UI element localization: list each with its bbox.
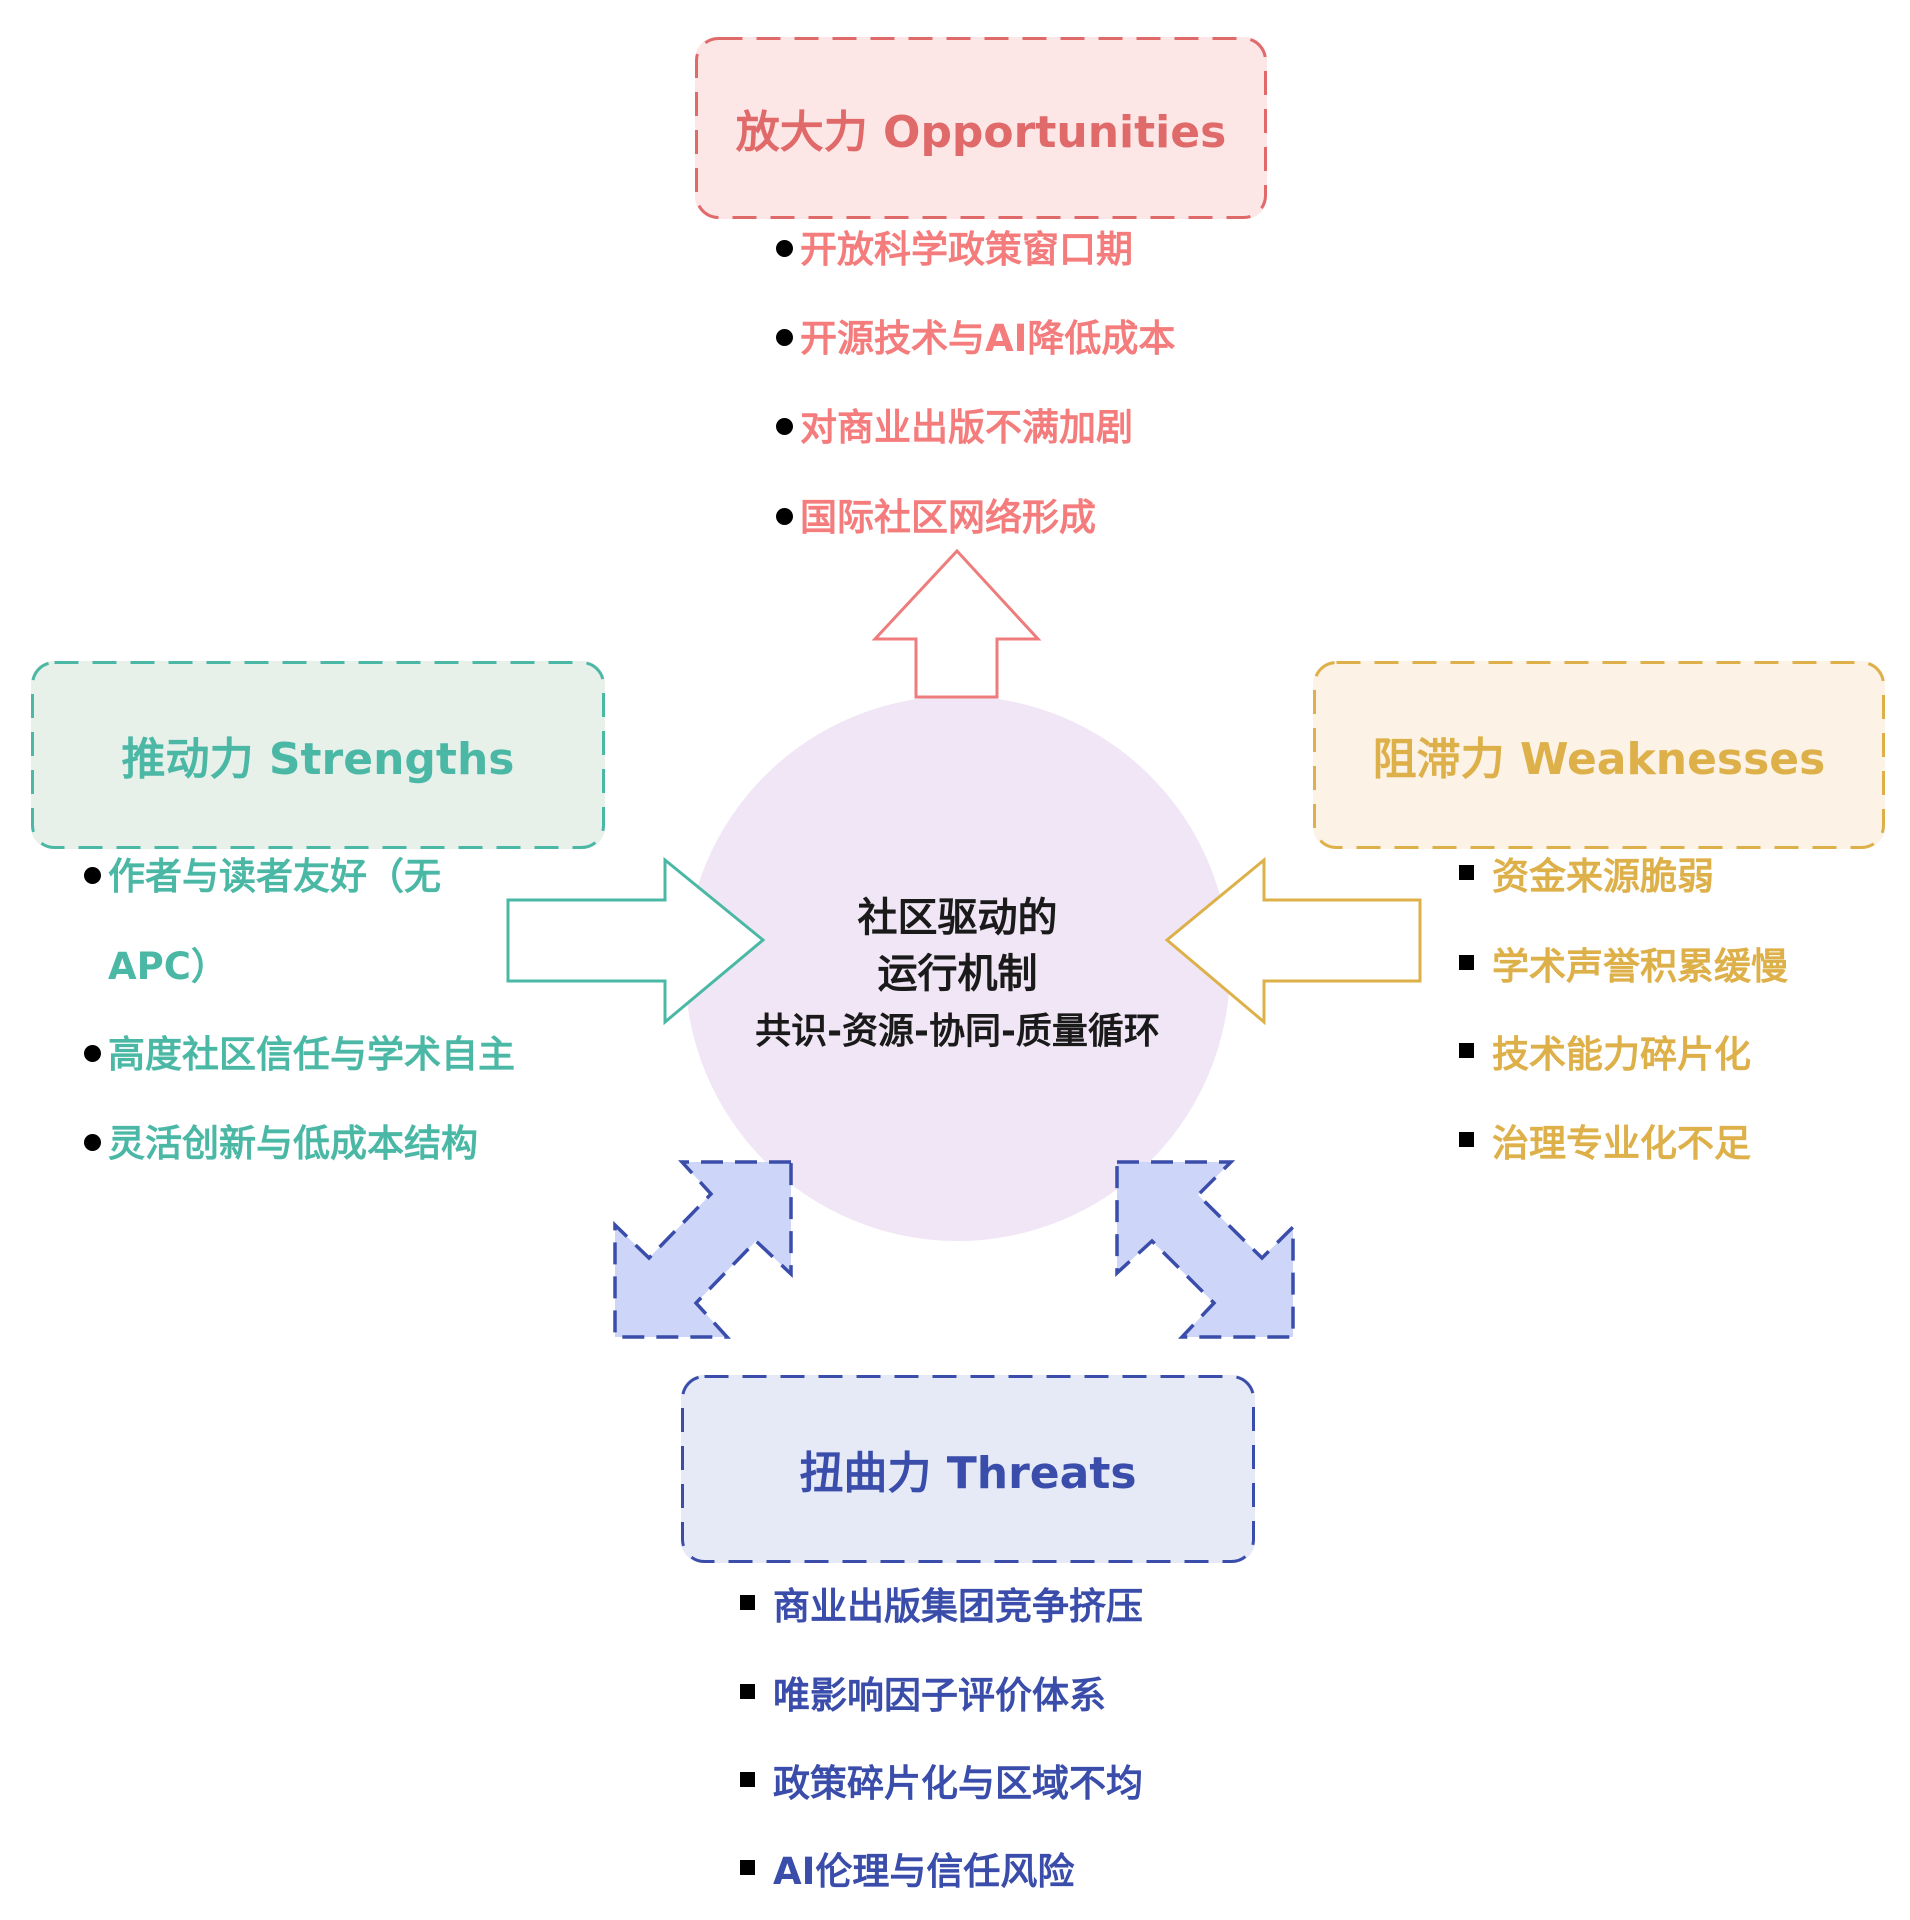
double-arrow-left-icon bbox=[613, 1160, 793, 1339]
square-bullet-icon bbox=[1459, 1132, 1474, 1147]
weaknesses-title: 阻滞力 Weaknesses bbox=[1372, 734, 1826, 785]
center-subtitle: 共识-资源-协同-质量循环 bbox=[755, 1011, 1160, 1052]
up-arrow-icon bbox=[871, 548, 1042, 699]
square-bullet-icon bbox=[1459, 1043, 1474, 1058]
strengths-title: 推动力 Strengths bbox=[121, 734, 515, 785]
right-arrow-icon bbox=[506, 856, 766, 1026]
center-circle bbox=[685, 696, 1230, 1241]
square-bullet-icon bbox=[740, 1595, 755, 1610]
threats-box: 扭曲力 Threats bbox=[681, 1375, 1255, 1563]
round-bullet-icon bbox=[776, 508, 793, 525]
square-bullet-icon bbox=[740, 1860, 755, 1875]
round-bullet-icon bbox=[84, 867, 101, 884]
opportunities-dashed-border bbox=[695, 37, 1267, 219]
opportunities-title: 放大力 Opportunities bbox=[735, 107, 1227, 158]
square-bullet-icon bbox=[740, 1684, 755, 1699]
list-item: 资金来源脆弱 bbox=[1459, 855, 1714, 899]
list-item: 对商业出版不满加剧 bbox=[776, 406, 1133, 450]
round-bullet-icon bbox=[84, 1134, 101, 1151]
square-bullet-icon bbox=[740, 1772, 755, 1787]
list-item: 学术声誉积累缓慢 bbox=[1459, 945, 1788, 989]
list-item: 作者与读者友好（无 bbox=[84, 855, 441, 899]
list-item: 唯影响因子评价体系 bbox=[740, 1674, 1106, 1718]
list-item: 治理专业化不足 bbox=[1459, 1122, 1751, 1166]
center-title-line2: 运行机制 bbox=[877, 951, 1038, 997]
list-item-continuation: APC） bbox=[108, 945, 228, 988]
strengths-box: 推动力 Strengths bbox=[31, 661, 605, 849]
list-item: AI伦理与信任风险 bbox=[740, 1850, 1074, 1894]
list-item: 政策碎片化与区域不均 bbox=[740, 1762, 1143, 1806]
square-bullet-icon bbox=[1459, 865, 1474, 880]
double-arrow-right-icon bbox=[1115, 1160, 1295, 1339]
weaknesses-dashed-border bbox=[1313, 661, 1885, 849]
list-item: 开源技术与AI降低成本 bbox=[776, 317, 1175, 361]
round-bullet-icon bbox=[776, 418, 793, 435]
square-bullet-icon bbox=[1459, 955, 1474, 970]
threats-title: 扭曲力 Threats bbox=[799, 1448, 1137, 1499]
strengths-dashed-border bbox=[31, 661, 605, 849]
list-item: 技术能力碎片化 bbox=[1459, 1033, 1751, 1077]
list-item: 国际社区网络形成 bbox=[776, 496, 1096, 540]
center-title-line1: 社区驱动的 bbox=[857, 895, 1058, 941]
round-bullet-icon bbox=[776, 329, 793, 346]
round-bullet-icon bbox=[84, 1045, 101, 1062]
center-label: 社区驱动的 运行机制 共识-资源-协同-质量循环 bbox=[685, 890, 1230, 1062]
list-item: 灵活创新与低成本结构 bbox=[84, 1122, 478, 1166]
list-item: 高度社区信任与学术自主 bbox=[84, 1033, 515, 1077]
opportunities-box: 放大力 Opportunities bbox=[695, 37, 1267, 219]
weaknesses-box: 阻滞力 Weaknesses bbox=[1313, 661, 1885, 849]
round-bullet-icon bbox=[776, 240, 793, 257]
list-item: 开放科学政策窗口期 bbox=[776, 228, 1133, 272]
left-arrow-icon bbox=[1164, 856, 1422, 1026]
list-item: 商业出版集团竞争挤压 bbox=[740, 1585, 1143, 1629]
threats-dashed-border bbox=[681, 1375, 1255, 1563]
